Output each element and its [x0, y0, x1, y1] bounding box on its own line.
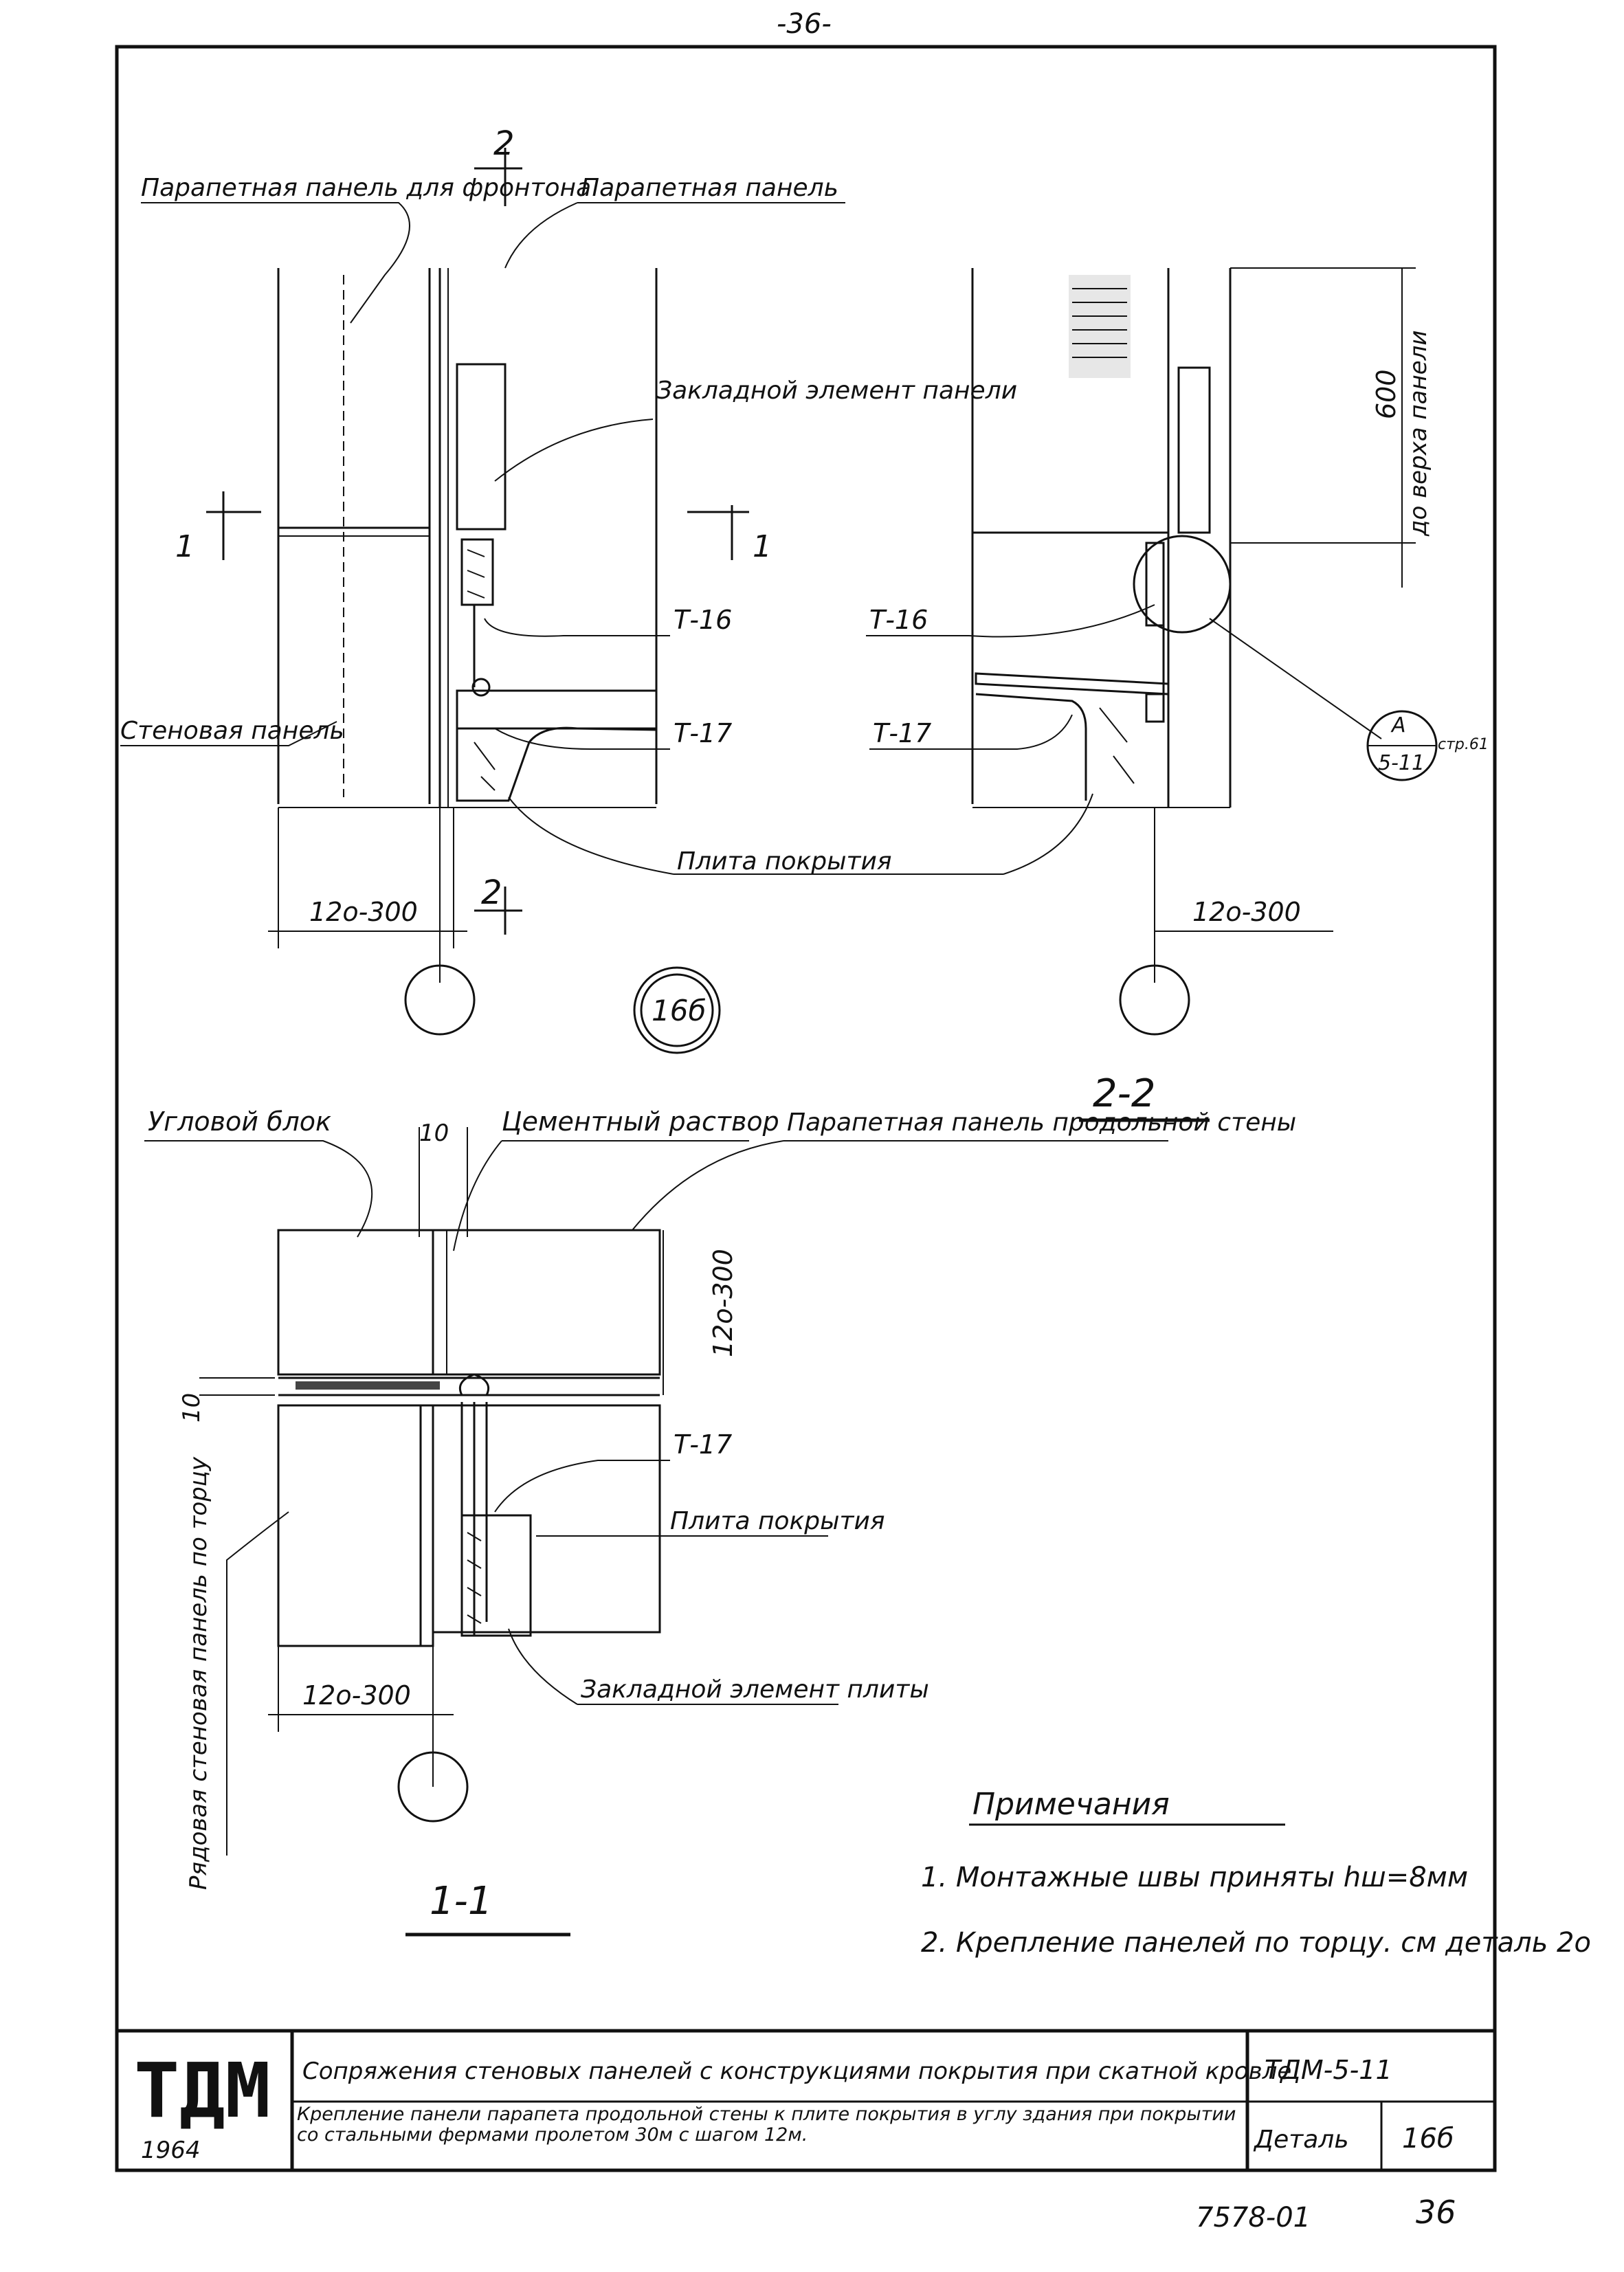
label-t17-left: Т-17 [674, 718, 732, 748]
section-mark-1-right: 1 [687, 505, 772, 564]
bottom-page: 36 [1416, 2194, 1456, 2231]
svg-text:1: 1 [753, 529, 772, 564]
section-title-2-2: 2-2 [1093, 1071, 1155, 1116]
label-roof-slab-bottom: Плита покрытия [670, 1507, 885, 1535]
dim-left-top: 12о-300 [309, 897, 418, 927]
label-t16-left: Т-16 [674, 605, 732, 635]
detail-section-1-1: 12о-300 [199, 1127, 664, 1823]
dim-600: 600 [1371, 369, 1401, 419]
note-item-1: 1. Монтажные швы приняты hш=8мм [921, 1862, 1468, 1893]
detail-circle-label: 16б [652, 994, 706, 1027]
axis-circle-right [1119, 964, 1190, 1036]
notes-title: Примечания [972, 1787, 1170, 1822]
label-t17-right: Т-17 [873, 718, 931, 748]
callout-letter: А [1390, 713, 1406, 737]
detail-elevation-left: 12о-300 [268, 268, 658, 1036]
section-title-1-1: 1-1 [430, 1879, 492, 1924]
label-corner-block: Угловой блок [148, 1106, 331, 1137]
top-page-mark: -36- [777, 8, 832, 40]
svg-text:2: 2 [493, 124, 515, 163]
label-embedded-element-panel: Закладной элемент панели [656, 377, 1017, 405]
svg-text:2: 2 [481, 873, 502, 912]
dim-10-top: 10 [419, 1120, 449, 1147]
detail-circle-outer [633, 966, 721, 1054]
label-cement-mortar: Цементный раствор [502, 1106, 779, 1137]
label-parapet-longitudinal: Парапетная панель продольной стены [787, 1109, 1296, 1137]
sheet-frame [115, 45, 1497, 2172]
label-parapet-panel: Парапетная панель [581, 174, 838, 202]
callout-ref: стр.61 [1438, 736, 1489, 753]
label-t17-bottom: Т-17 [674, 1429, 732, 1460]
dim-right-top: 12о-300 [1192, 897, 1301, 927]
detail-circle-inner [640, 973, 714, 1047]
bottom-number: 7578-01 [1196, 2202, 1311, 2234]
logo-tdm: ТДМ [134, 2047, 271, 2135]
dim-bottom: 12о-300 [302, 1680, 411, 1711]
title-subtitle: Крепление панели парапета продольной сте… [297, 2104, 1236, 2146]
dim-10-left: 10 [178, 1393, 205, 1423]
title-subtitle-box: Крепление панели парапета продольной сте… [297, 2104, 1236, 2146]
label-to-panel-top: до верха панели [1405, 331, 1432, 537]
title-series: ТДМ-5-11 [1265, 2055, 1392, 2085]
section-mark-2-bottom: 2 [474, 873, 522, 935]
section-mark-1-left: 1 [175, 491, 261, 564]
note-item-2: 2. Крепление панелей по торцу. см деталь… [921, 1927, 1591, 1959]
label-row-wall-panel-end: Рядовая стеновая панель по торцу [185, 1456, 212, 1890]
title-main: Сопряжения стеновых панелей с конструкци… [302, 2058, 1291, 2085]
title-block [117, 2029, 1495, 2170]
notes-block: Примечания 1. Монтажные швы приняты hш=8… [921, 1787, 1591, 1959]
svg-text:1: 1 [175, 529, 194, 564]
section-mark-2-top: 2 [474, 124, 522, 206]
label-embedded-element-slab: Закладной элемент плиты [581, 1675, 929, 1704]
detail-section-2-2: 12о-300 [971, 267, 1438, 1036]
label-wall-panel: Стеновая панель [120, 717, 344, 745]
axis-circle-left [404, 964, 476, 1036]
axis-circle-bottom [397, 1751, 469, 1823]
dim-vertical: 12о-300 [708, 1249, 738, 1357]
callout-code: 5-11 [1378, 751, 1425, 775]
title-detail-number: 16б [1402, 2123, 1454, 2154]
title-year: 1964 [141, 2137, 201, 2164]
label-roof-slab: Плита покрытия [677, 847, 892, 876]
label-parapet-panel-gable: Парапетная панель для фронтона [141, 174, 591, 202]
title-detail-label: Деталь [1253, 2126, 1349, 2154]
label-t16-right: Т-16 [869, 605, 928, 635]
